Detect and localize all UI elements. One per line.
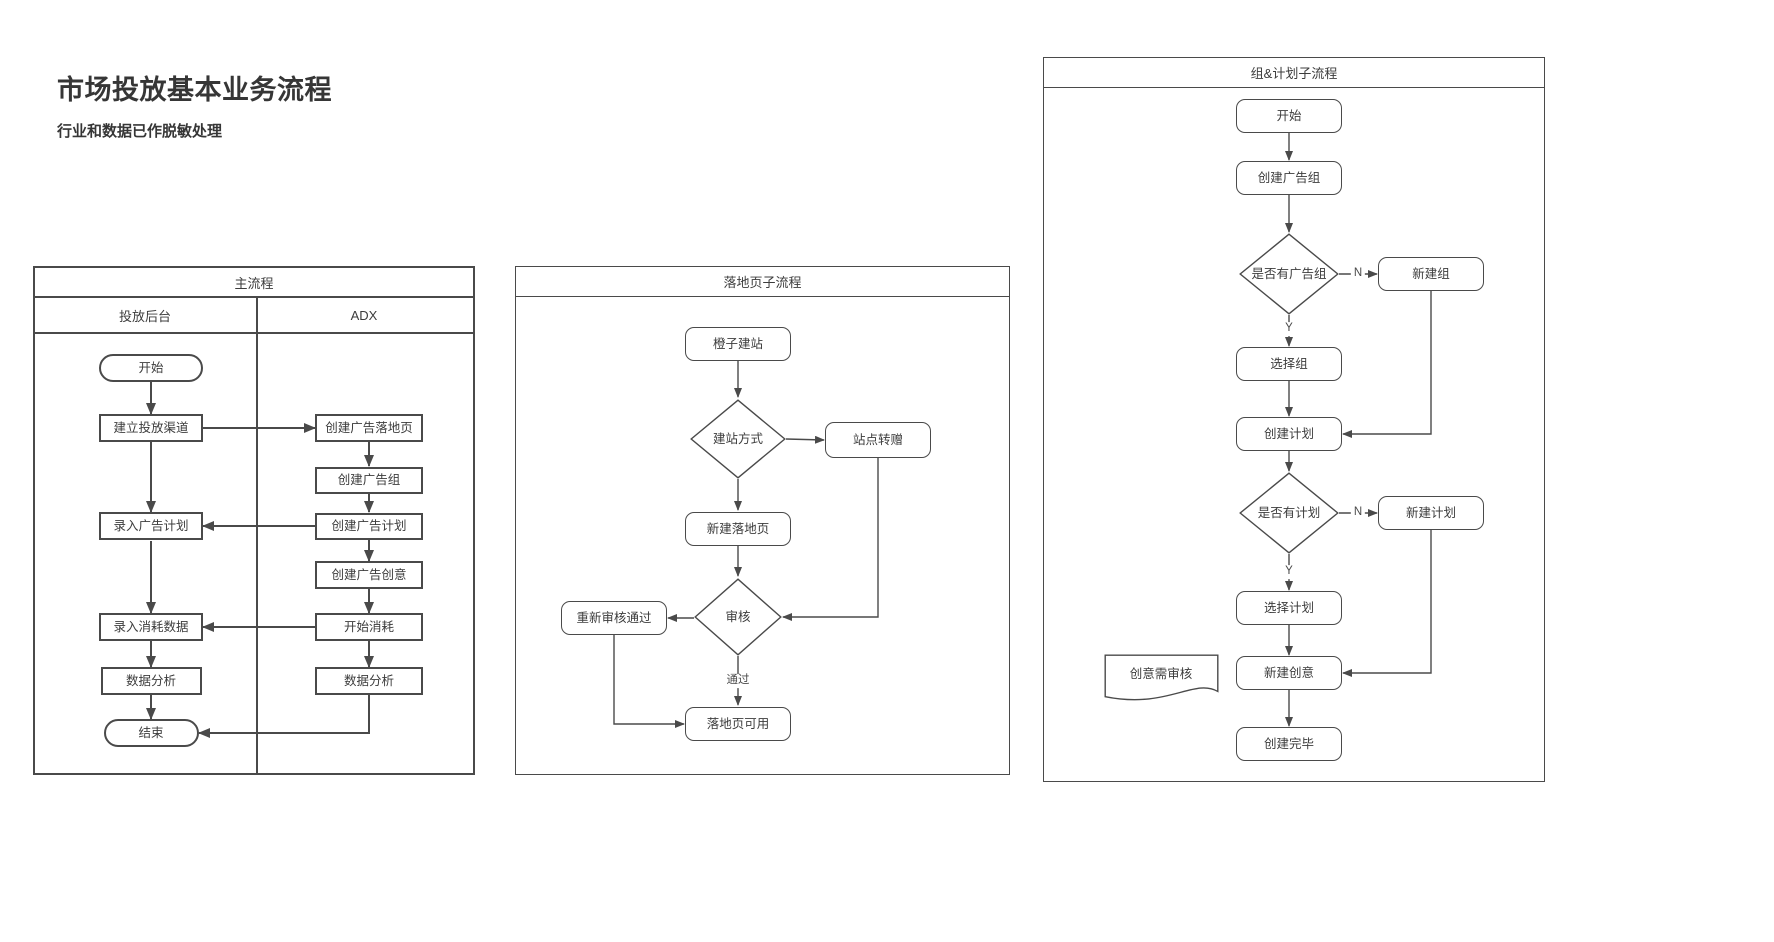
flow-node-create-adgroup[interactable]: 创建广告组 [1236,161,1342,195]
document-shape [1104,654,1218,701]
node-label: 创建完毕 [1263,736,1314,751]
diamond-outline [1239,233,1339,315]
flow-node-orange-builder[interactable]: 橙子建站 [685,327,791,361]
node-label: 新建组 [1412,266,1450,281]
node-label: 重新审核通过 [576,610,652,625]
node-label: 选择计划 [1263,600,1314,615]
lane-header-row: 投放后台 ADX [35,298,473,334]
node-label: 创意需审核 [1129,666,1193,681]
page-title: 市场投放基本业务流程 [57,75,332,105]
document-outline [1104,654,1218,701]
flow-node-end[interactable]: 结束 [103,719,199,747]
node-label: 创建广告组 [1257,170,1321,185]
node-label: 创建计划 [1263,426,1314,441]
page-subtitle: 行业和数据已作脱敏处理 [57,123,223,140]
node-label: 录入广告计划 [113,518,189,533]
flow-node-start[interactable]: 开始 [1236,99,1342,133]
edge-layer [613,361,879,728]
flow-node-start-consume[interactable]: 开始消耗 [315,613,423,641]
flow-node-has-plan[interactable]: 是否有计划 [1239,472,1339,554]
lane-divider [256,298,258,773]
flow-node-start[interactable]: 开始 [99,354,203,382]
flow-node-enter-plan[interactable]: 录入广告计划 [99,512,203,540]
flow-node-new-plan[interactable]: 新建计划 [1378,496,1484,530]
flow-node-select-plan[interactable]: 选择计划 [1236,591,1342,625]
node-label: 创建广告组 [337,472,401,487]
lane-label: 投放后台 [118,308,171,324]
diamond-shape [1239,472,1339,554]
edge [198,695,370,738]
lane-label: ADX [350,307,378,323]
flow-node-create-creative[interactable]: 创建广告创意 [315,561,423,589]
edge-label: N [1350,267,1366,281]
flow-node-new-group[interactable]: 新建组 [1378,257,1484,291]
node-label: 新建创意 [1263,665,1314,680]
flow-node-new-creative[interactable]: 新建创意 [1236,656,1342,690]
node-label: 新建计划 [1405,505,1456,520]
edge-label: N [1350,506,1366,520]
panel-landing-subprocess: 落地页子流程通过 橙子建站建站方式 站点转赠新建落地页审核 重新审核通过落地页可用 [515,266,1010,775]
edge [785,435,825,444]
node-label: 建站方式 [712,431,763,446]
node-label: 录入消耗数据 [113,619,189,634]
flow-node-re-review-pass[interactable]: 重新审核通过 [561,601,667,635]
edge-layer [146,382,374,738]
flow-node-select-group[interactable]: 选择组 [1236,347,1342,381]
edge [1342,530,1432,677]
diamond-outline [694,578,782,656]
panel-title: 主流程 [35,268,473,298]
flow-node-review[interactable]: 审核 [694,578,782,656]
node-label: 创建广告落地页 [325,420,413,435]
flow-node-has-adgroup[interactable]: 是否有广告组 [1239,233,1339,315]
flow-node-analyze-left[interactable]: 数据分析 [100,667,202,695]
diamond-shape [1239,233,1339,315]
edge [1342,291,1432,438]
node-label: 橙子建站 [712,336,763,351]
flow-node-site-transfer[interactable]: 站点转赠 [825,422,931,458]
edge [782,458,879,621]
node-label: 审核 [725,609,751,624]
flow-node-build-method[interactable]: 建站方式 [690,399,786,479]
flow-node-create-channel[interactable]: 建立投放渠道 [99,414,203,442]
diamond-shape [694,578,782,656]
node-label: 新建落地页 [706,521,770,536]
flow-node-new-landing[interactable]: 新建落地页 [685,512,791,546]
flow-node-create-adgroup[interactable]: 创建广告组 [315,466,423,494]
node-label: 结束 [138,725,164,740]
flow-node-create-done[interactable]: 创建完毕 [1236,727,1342,761]
flow-node-analyze-right[interactable]: 数据分析 [315,667,423,695]
node-label: 创建广告创意 [331,567,407,582]
node-label: 开始消耗 [343,619,394,634]
flow-node-enter-cost[interactable]: 录入消耗数据 [99,613,203,641]
node-label: 数据分析 [343,673,394,688]
flow-node-create-plan[interactable]: 创建计划 [1236,417,1342,451]
panel-title: 组&计划子流程 [1044,58,1544,88]
node-label: 开始 [138,360,164,375]
edge-label: Y [1282,322,1296,336]
node-label: 建立投放渠道 [113,420,189,435]
node-label: 站点转赠 [852,432,903,447]
flow-node-landing-ready[interactable]: 落地页可用 [685,707,791,741]
edge-label: Y [1282,565,1296,579]
node-label: 选择组 [1270,356,1308,371]
diamond-outline [690,399,786,479]
node-label: 是否有广告组 [1251,266,1327,281]
diamond-shape [690,399,786,479]
node-label: 落地页可用 [706,716,770,731]
node-label: 创建广告计划 [331,518,407,533]
node-label: 是否有计划 [1257,505,1321,520]
flow-node-create-adplan[interactable]: 创建广告计划 [315,512,423,540]
node-label: 开始 [1276,108,1302,123]
edge-label: 通过 [723,674,753,688]
flow-node-creative-review[interactable]: 创意需审核 [1104,654,1219,706]
panel-title: 落地页子流程 [516,267,1009,297]
node-label: 数据分析 [125,673,176,688]
flow-node-create-landing[interactable]: 创建广告落地页 [315,414,423,442]
diamond-outline [1239,472,1339,554]
edge [613,635,685,728]
